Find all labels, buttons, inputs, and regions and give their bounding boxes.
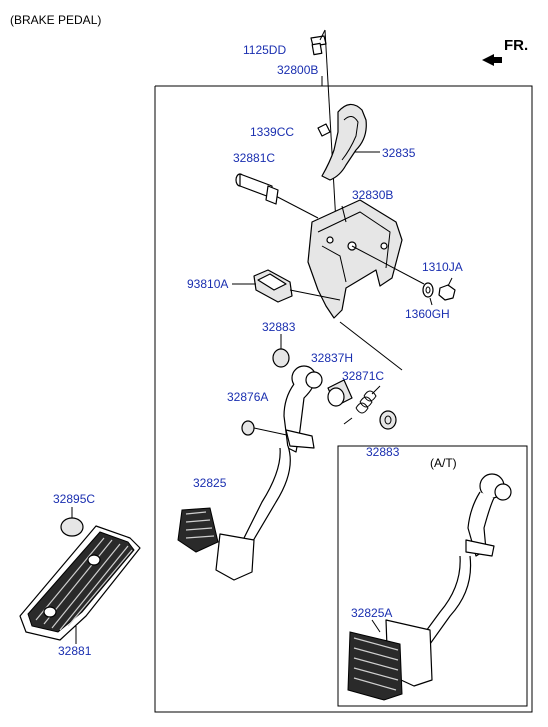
subassembly-label: (A/T) — [430, 456, 457, 470]
part-label-32800b[interactable]: 32800B — [277, 63, 319, 77]
assembly-frame — [154, 85, 533, 713]
spring-32871c — [343, 385, 381, 425]
fr-arrow-icon — [482, 54, 502, 66]
bracket-32830b — [307, 199, 425, 371]
part-label-32835[interactable]: 32835 — [382, 146, 416, 160]
part-label-1310ja[interactable]: 1310JA — [422, 260, 463, 274]
pad-32881 — [19, 525, 141, 644]
part-label-32895c[interactable]: 32895C — [53, 492, 96, 506]
part-label-32883-upper[interactable]: 32883 — [262, 320, 296, 334]
part-label-1360gh[interactable]: 1360GH — [405, 307, 450, 321]
diagram-title: (BRAKE PEDAL) — [10, 13, 102, 27]
bolt-1125dd — [310, 29, 337, 224]
part-label-32876a[interactable]: 32876A — [227, 390, 269, 404]
pipe-32837h — [327, 379, 353, 407]
part-label-32825a[interactable]: 32825A — [351, 606, 393, 620]
part-label-1125dd[interactable]: 1125DD — [243, 43, 287, 57]
part-label-32825[interactable]: 32825 — [193, 476, 227, 490]
bush-32883-lower — [379, 410, 397, 430]
part-label-32837h[interactable]: 32837H — [311, 351, 354, 365]
part-label-32883-lower[interactable]: 32883 — [366, 445, 400, 459]
pedal-arm-32825 — [177, 365, 323, 581]
part-label-1339cc[interactable]: 1339CC — [250, 125, 295, 139]
nut-1310ja — [438, 277, 456, 301]
at-subframe — [337, 445, 528, 707]
direction-label: FR. — [504, 37, 529, 54]
part-label-32830b[interactable]: 32830B — [352, 188, 394, 202]
washer-1360gh — [422, 282, 434, 306]
pin-32881c — [235, 173, 319, 219]
switch-93810a — [232, 269, 341, 303]
pedal-32825a — [347, 473, 512, 701]
part-label-32871c[interactable]: 32871C — [342, 369, 385, 383]
bracket-32835 — [317, 103, 380, 181]
part-label-32881c[interactable]: 32881C — [233, 151, 276, 165]
part-label-32881[interactable]: 32881 — [58, 644, 92, 658]
bush-32883-upper — [272, 334, 290, 368]
plug-32895c — [60, 507, 84, 537]
part-label-93810a[interactable]: 93810A — [187, 277, 229, 291]
